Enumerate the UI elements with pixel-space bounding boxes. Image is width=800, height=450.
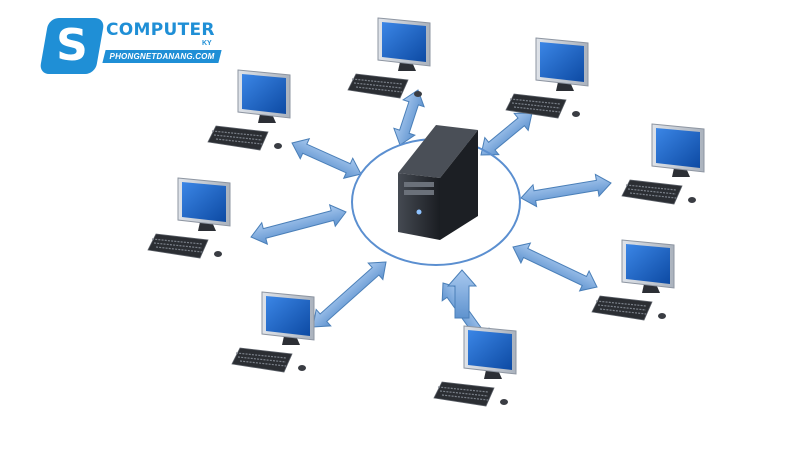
- keyboard-keys: [237, 356, 287, 363]
- keyboard-keys: [239, 360, 287, 367]
- keyboard-keys: [441, 394, 489, 401]
- mouse: [298, 365, 306, 371]
- keyboard-keys: [625, 184, 677, 191]
- server-tower: [398, 125, 478, 240]
- monitor-screen: [656, 128, 700, 168]
- mouse: [688, 197, 696, 203]
- client-workstation-right: [621, 123, 705, 205]
- mouse: [500, 399, 508, 405]
- keyboard-keys: [151, 238, 203, 245]
- arrow-lower-left: [312, 261, 387, 328]
- monitor-screen: [468, 330, 512, 370]
- arrow-left: [250, 204, 347, 245]
- arrow-up-center: [446, 269, 478, 319]
- monitor-screen: [266, 296, 310, 336]
- client-workstation-upper-left: [207, 69, 291, 151]
- logo-badge: S: [39, 18, 105, 74]
- arrow-lower-right: [512, 242, 598, 292]
- keyboard-keys: [215, 138, 263, 145]
- server-side: [440, 130, 478, 240]
- arrow-upper-left: [291, 137, 362, 180]
- keyboard-keys: [211, 130, 263, 137]
- keyboard-keys: [595, 300, 647, 307]
- mouse: [274, 143, 282, 149]
- keyboard-keys: [509, 98, 561, 105]
- brand-logo: S COMPUTER KY PHONGNETDANANG.COM: [39, 14, 222, 76]
- logo-url: PHONGNETDANANG.COM: [109, 52, 215, 61]
- keyboard-keys: [355, 86, 403, 93]
- logo-badge-letter: S: [56, 20, 88, 71]
- keyboard-keys: [597, 304, 647, 311]
- keyboard-keys: [599, 308, 647, 315]
- client-workstation-top-center: [347, 17, 431, 99]
- client-workstation-top-right: [505, 37, 589, 119]
- keyboard-keys: [437, 386, 489, 393]
- monitor-screen: [382, 22, 426, 62]
- mouse: [414, 91, 422, 97]
- keyboard-keys: [351, 78, 403, 85]
- client-workstation-lower-right: [591, 239, 675, 321]
- keyboard-keys: [627, 188, 677, 195]
- keyboard-keys: [511, 102, 561, 109]
- mouse: [214, 251, 222, 257]
- server-drive-bay: [404, 182, 434, 187]
- client-workstation-lower-left: [231, 291, 315, 373]
- server-power-led: [416, 209, 422, 215]
- monitor-screen: [626, 244, 670, 284]
- logo-subtitle: KY: [202, 40, 212, 47]
- keyboard-keys: [629, 192, 677, 199]
- keyboard-keys: [155, 246, 203, 253]
- keyboard-keys: [213, 134, 263, 141]
- logo-title: COMPUTER: [106, 20, 215, 40]
- monitor-screen: [540, 42, 584, 82]
- server-layer: [398, 125, 478, 240]
- server-front: [398, 173, 440, 240]
- arrows-layer: [250, 89, 612, 347]
- monitor-screen: [242, 74, 286, 114]
- keyboard-keys: [513, 106, 561, 113]
- server-top: [398, 125, 478, 178]
- mouse: [572, 111, 580, 117]
- mouse: [658, 313, 666, 319]
- arrow-right: [520, 173, 612, 208]
- monitor-screen: [182, 182, 226, 222]
- keyboard-keys: [353, 82, 403, 89]
- client-workstation-left: [147, 177, 231, 259]
- keyboard-keys: [235, 352, 287, 359]
- client-workstation-bottom-center: [433, 325, 517, 407]
- server-drive-bay: [404, 190, 434, 195]
- keyboard-keys: [439, 390, 489, 397]
- arrow-top-left: [393, 89, 425, 146]
- clients-layer: [147, 17, 705, 407]
- keyboard-keys: [153, 242, 203, 249]
